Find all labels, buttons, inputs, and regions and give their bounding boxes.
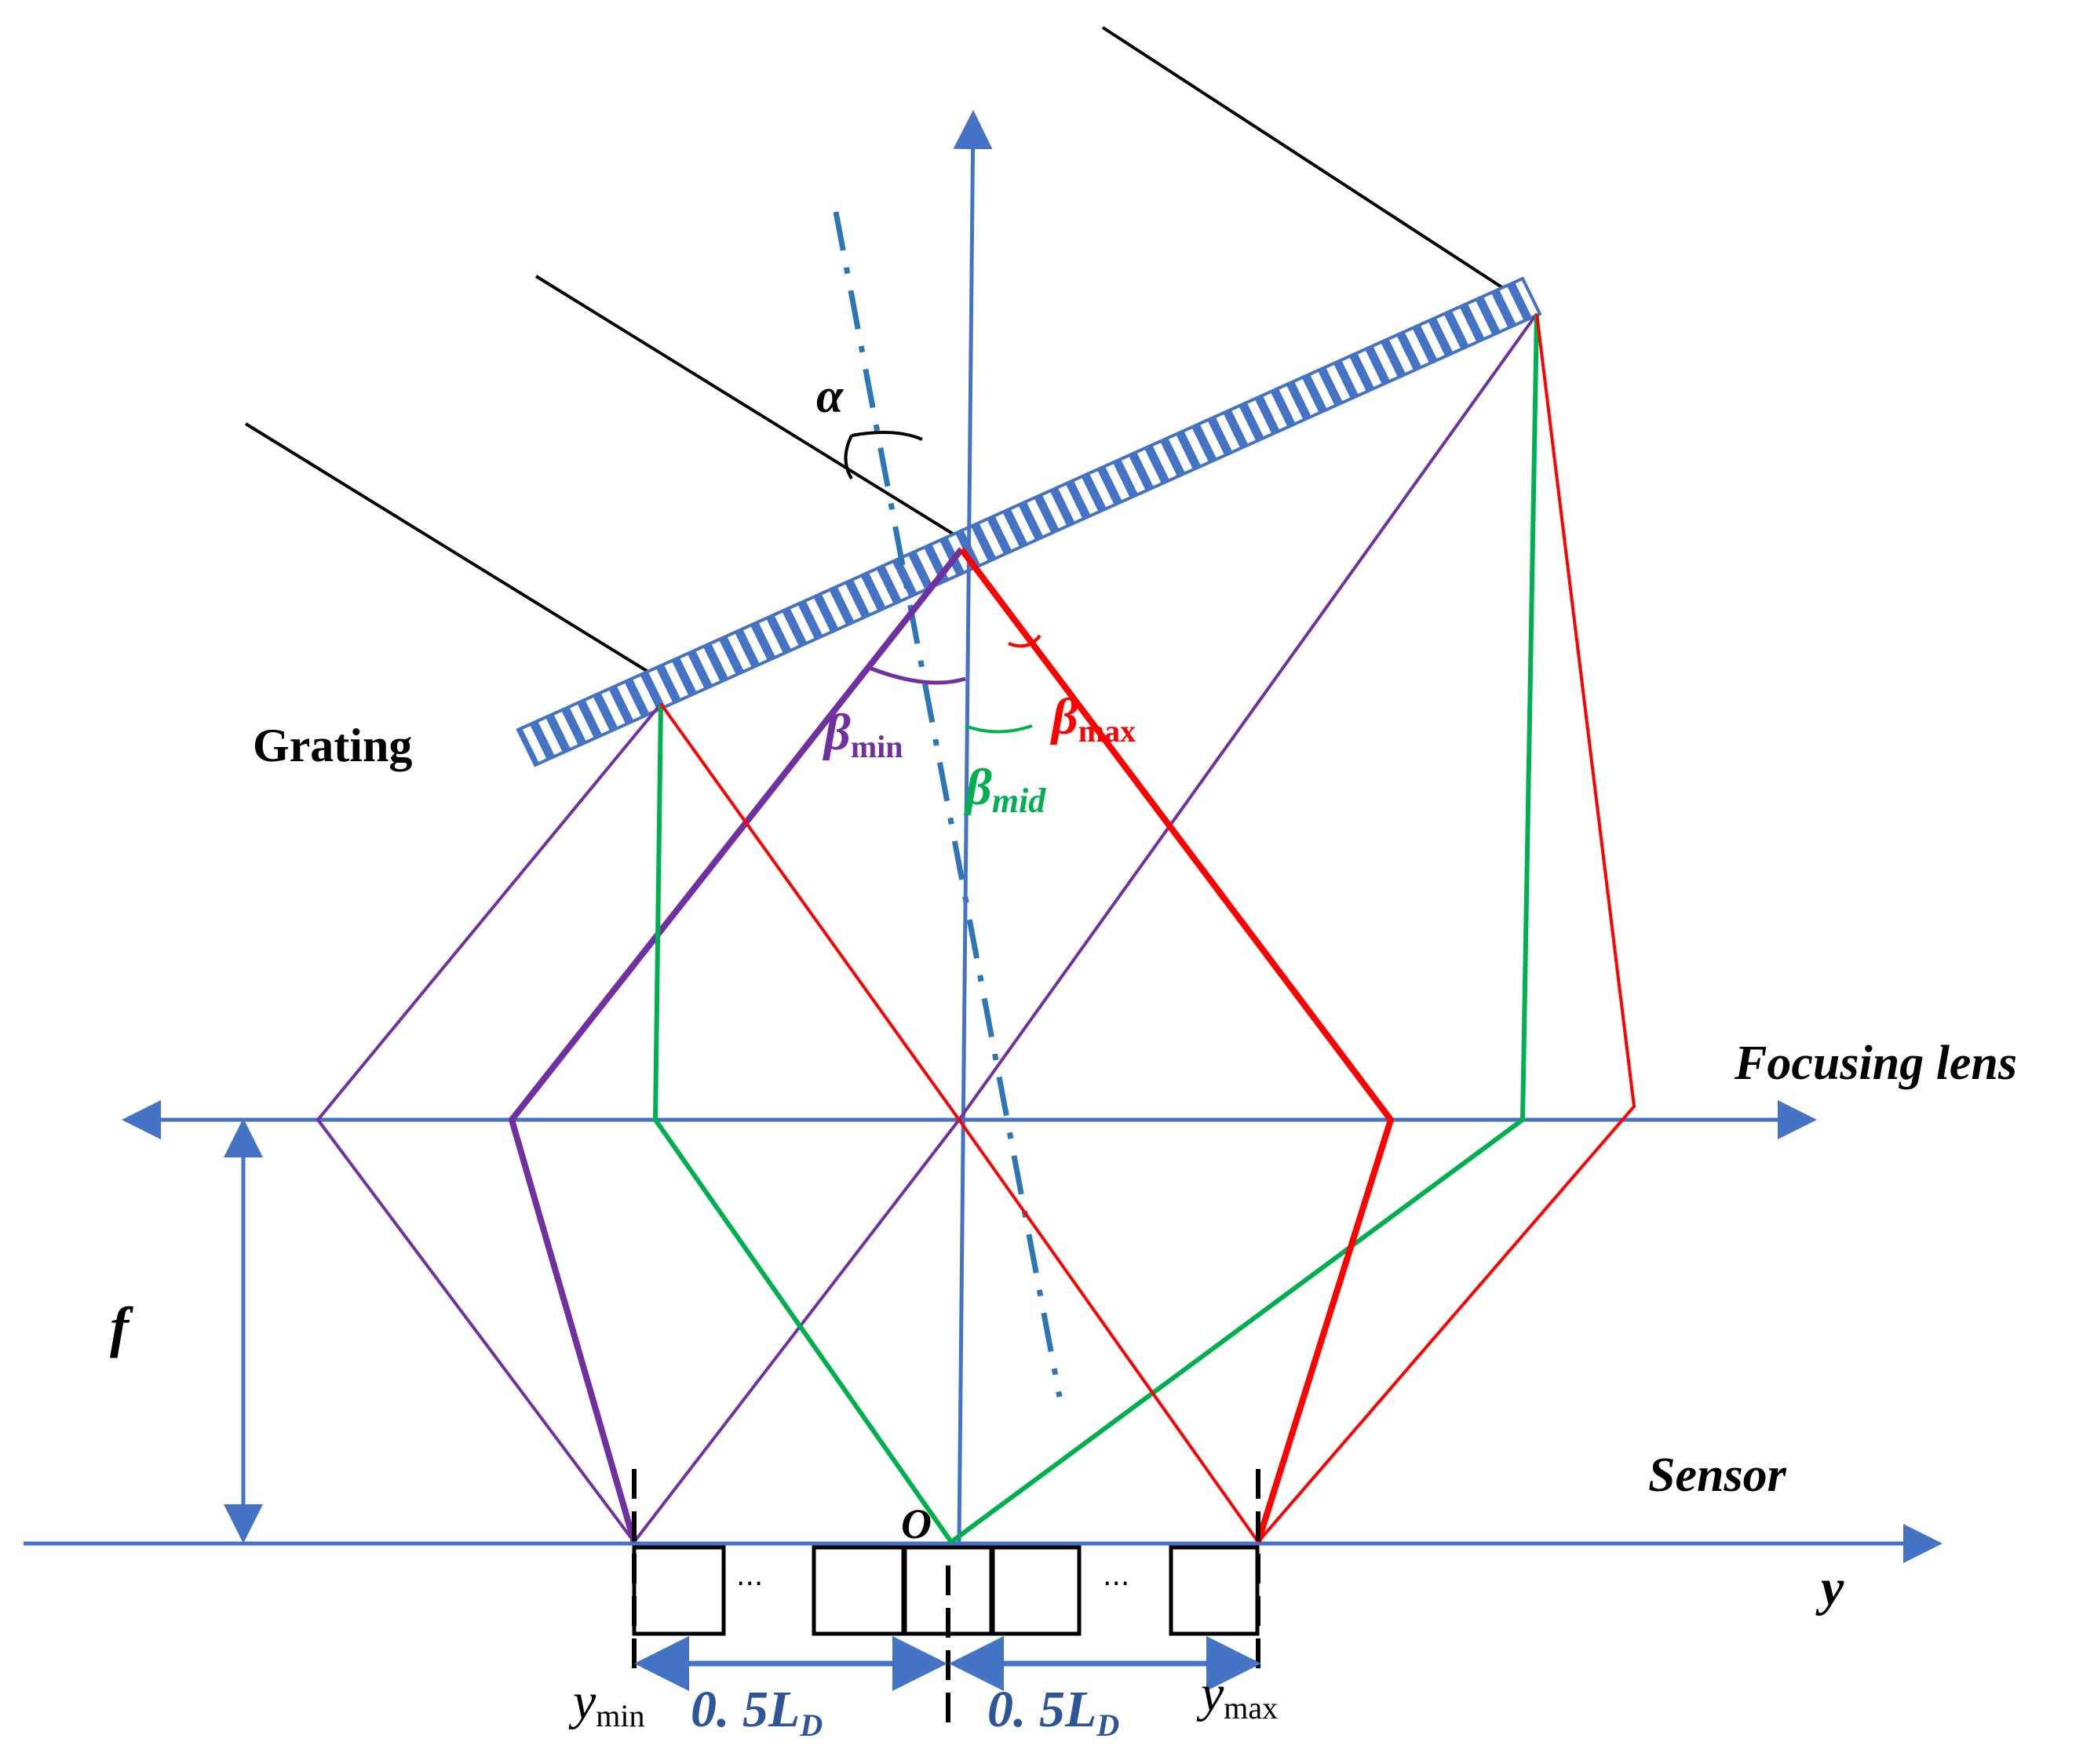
half-ld-left-subscript: D — [799, 1708, 823, 1743]
beta-min-label: βmin — [822, 704, 903, 764]
origin-label: O — [901, 1500, 932, 1547]
ymax-subscript: max — [1224, 1690, 1278, 1726]
ellipsis-right: ··· — [1103, 1568, 1129, 1600]
grating-label: Grating — [253, 720, 412, 771]
beta-mid-arc — [965, 724, 1033, 734]
sensor-pixel — [1169, 1545, 1260, 1636]
red-rays — [659, 313, 1636, 1544]
beta-min-symbol: β — [822, 704, 851, 761]
beta-mid-symbol: β — [963, 759, 992, 816]
ymax-symbol: y — [1196, 1665, 1224, 1722]
y-axis-label: y — [1815, 1559, 1844, 1616]
incident-ray-right — [1101, 26, 1538, 312]
grating — [516, 276, 1542, 767]
incident-ray-middle — [534, 275, 963, 541]
vertical-optical-axis — [953, 110, 993, 1543]
beta-max-subscript: max — [1078, 713, 1136, 749]
ellipsis-left: ··· — [736, 1568, 763, 1600]
focusing-lens-label: Focusing lens — [1734, 1037, 2017, 1090]
incident-ray-left — [244, 422, 662, 681]
focal-length-label: f — [110, 1296, 133, 1358]
half-ld-left-label: 0. 5LD — [691, 1681, 823, 1743]
beta-mid-label: βmid — [963, 759, 1046, 820]
half-ld-right-main: 0. 5L — [987, 1681, 1096, 1738]
beta-mid-subscript: mid — [992, 782, 1046, 820]
green-rays — [652, 313, 1539, 1544]
alpha-arc-left — [844, 435, 853, 480]
sensor-label: Sensor — [1648, 1449, 1787, 1502]
beta-max-arc — [1008, 634, 1042, 648]
alpha-label: α — [816, 370, 845, 423]
ymax-label: ymax — [1196, 1665, 1278, 1726]
beta-max-symbol: β — [1049, 688, 1078, 745]
half-ld-left-main: 0. 5L — [691, 1681, 800, 1738]
half-ld-right-label: 0. 5LD — [987, 1681, 1119, 1743]
purple-rays — [316, 312, 1538, 1544]
beta-min-arc — [866, 665, 966, 685]
alpha-angle-arc — [851, 431, 923, 441]
ymin-symbol: y — [568, 1673, 596, 1730]
sensor-pixel — [812, 1545, 906, 1636]
sensor-pixels — [632, 1545, 1260, 1636]
ymin-subscript: min — [596, 1698, 644, 1733]
half-ld-right-subscript: D — [1096, 1708, 1119, 1743]
ymin-label: ymin — [568, 1673, 645, 1733]
sensor-pixel — [990, 1545, 1082, 1636]
sensor-pixel — [632, 1545, 726, 1636]
beta-min-subscript: min — [851, 729, 903, 764]
beta-max-label: βmax — [1049, 688, 1136, 749]
